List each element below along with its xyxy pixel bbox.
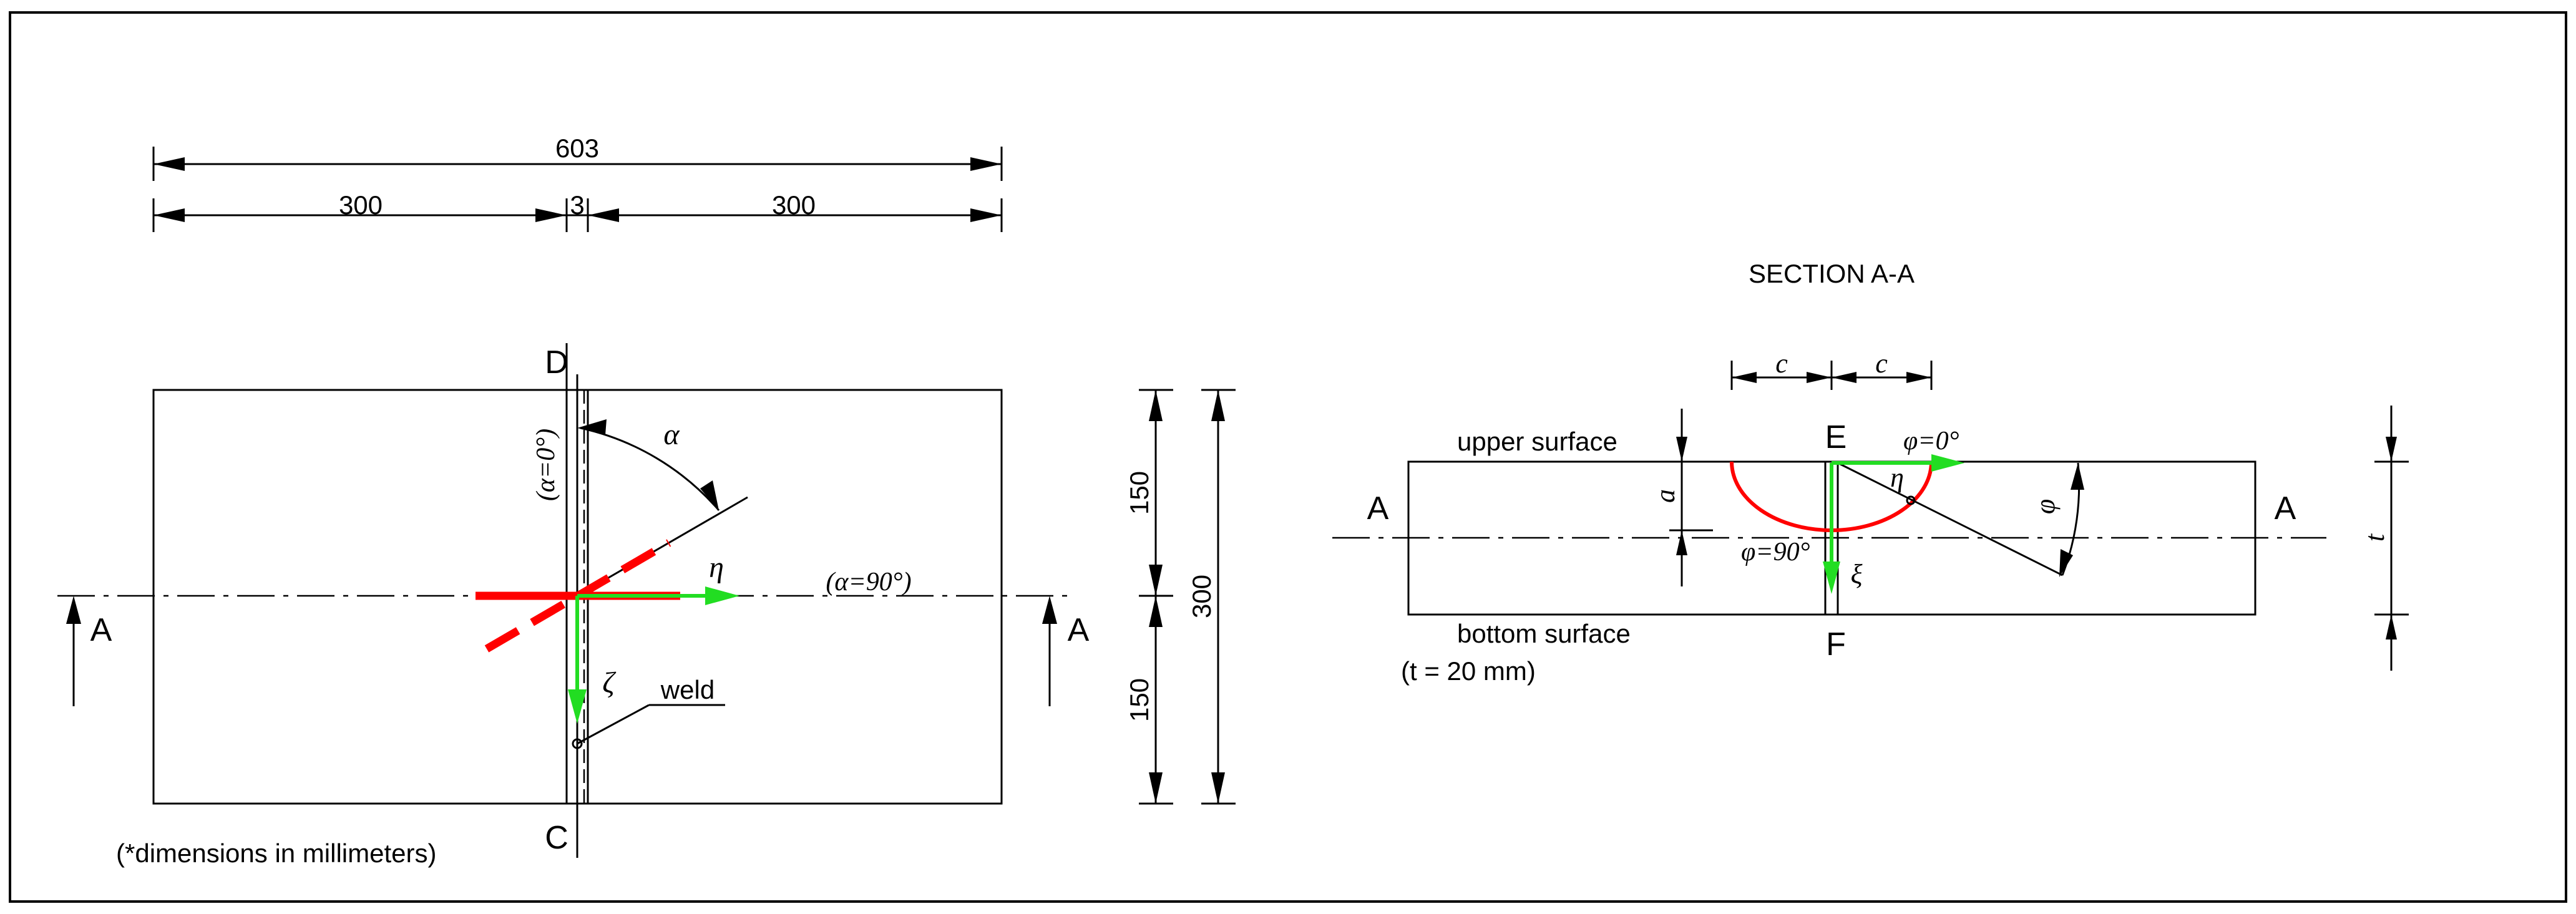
section-eta-label: η — [1890, 462, 1904, 493]
section-view: SECTION A-A c c upper surface bottom sur… — [1332, 259, 2409, 686]
dimension-thickness: t — [2359, 406, 2409, 671]
point-label-f: F — [1826, 626, 1846, 663]
dimension-gap-label: 3 — [570, 190, 584, 220]
alpha-ninety-label: (α=90°) — [826, 568, 911, 596]
point-label-e: E — [1825, 419, 1847, 455]
dimension-left-label: 300 — [339, 190, 383, 220]
thickness-t-label: t — [2359, 533, 2390, 542]
section-title: SECTION A-A — [1749, 259, 1915, 288]
weld-leader: weld — [572, 675, 725, 749]
dimension-split-widths: 300 3 300 — [152, 190, 1003, 232]
weld-label: weld — [660, 675, 715, 704]
bottom-surface-label: bottom surface — [1457, 619, 1631, 648]
upper-surface-label: upper surface — [1457, 427, 1617, 456]
local-axes-section-view: η ξ — [1823, 454, 1964, 594]
dimension-heights: 150 150 300 — [1125, 389, 1236, 805]
phi-angle-indicator: φ — [1837, 462, 2084, 577]
local-axes-top-view: η ζ — [568, 551, 739, 724]
section-label-right: A — [1068, 612, 1090, 648]
zeta-label: ζ — [602, 666, 617, 699]
thickness-note: (t = 20 mm) — [1401, 656, 1536, 686]
c-left-label: c — [1775, 348, 1788, 379]
top-view: 603 300 3 300 — [57, 134, 1236, 868]
section-marker-left: A — [66, 596, 112, 706]
units-note: (*dimensions in millimeters) — [116, 839, 436, 868]
section-end-label-left: A — [1367, 490, 1389, 527]
alpha-zero-label: (α=0°) — [532, 429, 560, 501]
dimension-lower-half-label: 150 — [1125, 678, 1154, 722]
dimension-total-width: 603 — [152, 134, 1003, 181]
c-right-label: c — [1875, 348, 1888, 379]
section-end-label-right: A — [2275, 490, 2296, 527]
dimension-upper-half-label: 150 — [1125, 471, 1154, 515]
depth-a-label: a — [1650, 489, 1681, 503]
dimension-total-label: 603 — [555, 134, 599, 163]
dimension-right-label: 300 — [772, 190, 816, 220]
alpha-symbol: α — [663, 418, 680, 451]
drawing-frame — [9, 11, 2567, 903]
phi-ninety-label: φ=90° — [1741, 538, 1810, 566]
point-label-d: D — [545, 344, 568, 381]
eta-label: η — [709, 551, 724, 584]
phi-zero-label: φ=0° — [1903, 427, 1959, 455]
section-marker-right: A — [1042, 596, 1090, 706]
phi-symbol: φ — [2030, 499, 2061, 514]
section-label-left: A — [90, 612, 112, 648]
section-xi-label: ξ — [1851, 559, 1863, 590]
dimension-height-label: 300 — [1187, 575, 1216, 618]
point-label-c: C — [545, 820, 568, 856]
dimension-crack-depth: a — [1650, 409, 1713, 586]
dimension-crack-length: c c — [1730, 348, 1933, 390]
alpha-angle-indicator: α — [577, 418, 748, 597]
